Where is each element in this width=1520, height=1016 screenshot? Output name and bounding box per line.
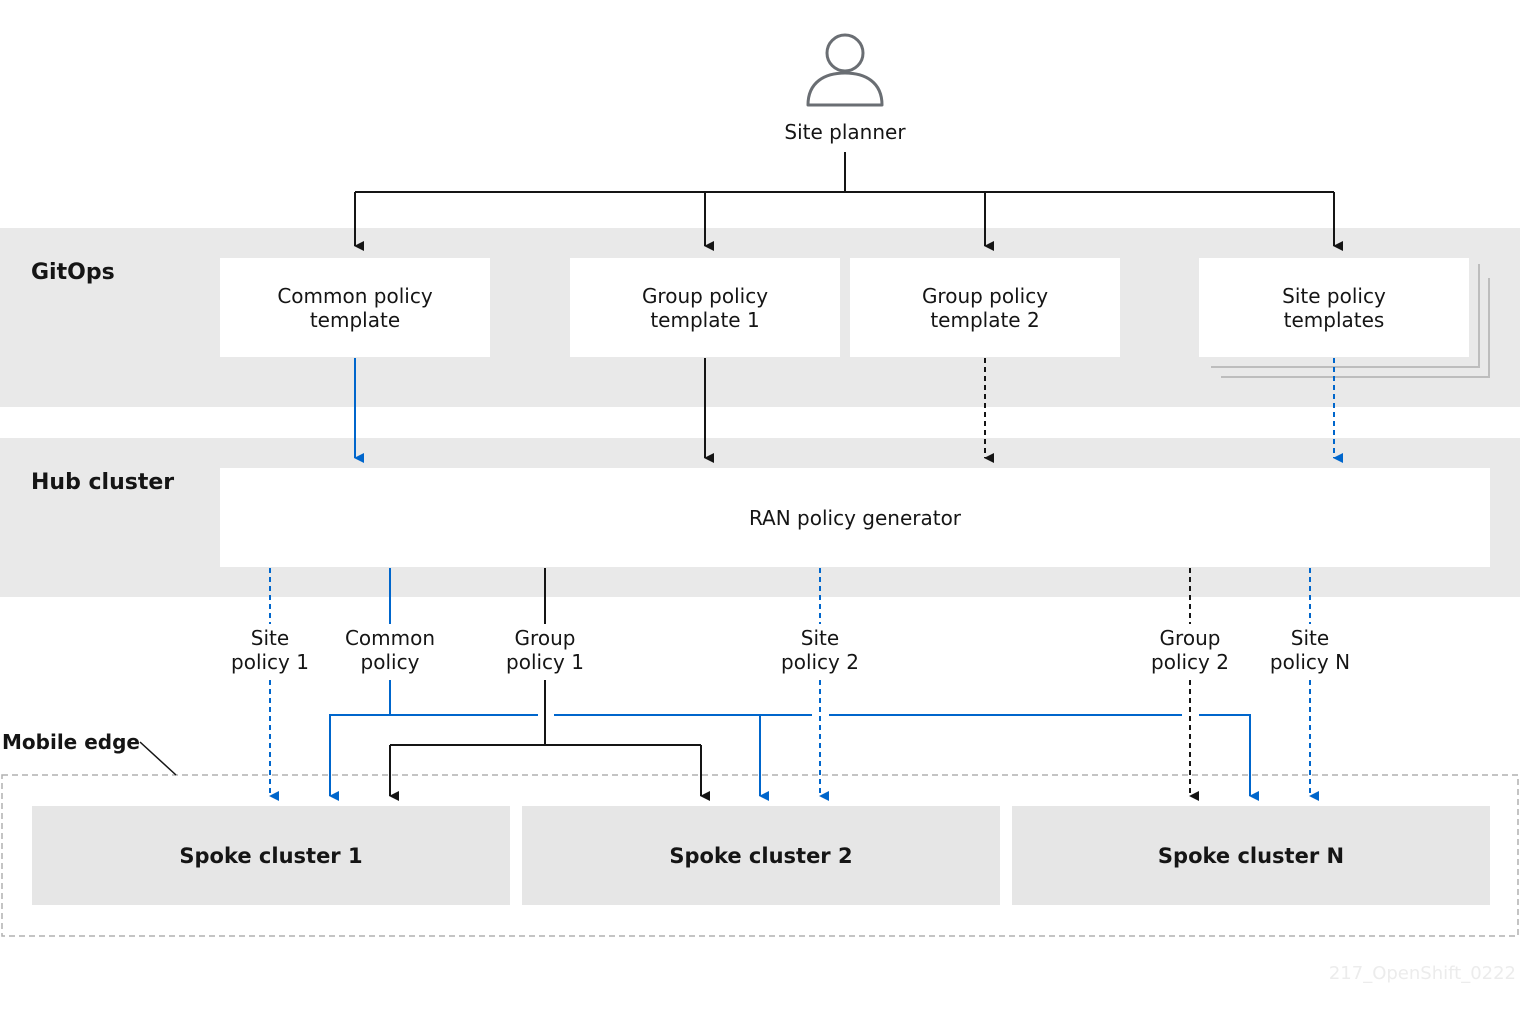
policy-label-group-1: Group policy 1 [475,626,615,674]
policy-label-common: Common policy [320,626,460,674]
group-policy-template-1-box: Group policy template 1 [570,258,840,357]
spoke-cluster-n-box: Spoke cluster N [1012,806,1490,905]
policy-label-site-n: Site policy N [1240,626,1380,674]
policy-label-group-2: Group policy 2 [1120,626,1260,674]
mobile-edge-label: Mobile edge [2,730,140,754]
spoke-cluster-1-box: Spoke cluster 1 [32,806,510,905]
gitops-label: GitOps [31,260,115,285]
policy-label-site-1: Site policy 1 [200,626,340,674]
site-policy-templates-box: Site policy templates [1199,258,1469,357]
common-policy-template-box: Common policy template [220,258,490,357]
policy-label-site-2: Site policy 2 [750,626,890,674]
spoke-cluster-2-box: Spoke cluster 2 [522,806,1000,905]
hub-cluster-label: Hub cluster [31,470,175,495]
group-policy-template-2-box: Group policy template 2 [850,258,1120,357]
site-planner-label: Site planner [784,120,906,144]
figure-id-watermark: 217_OpenShift_0222 [1328,963,1516,984]
ran-policy-generator-box: RAN policy generator [220,468,1490,567]
